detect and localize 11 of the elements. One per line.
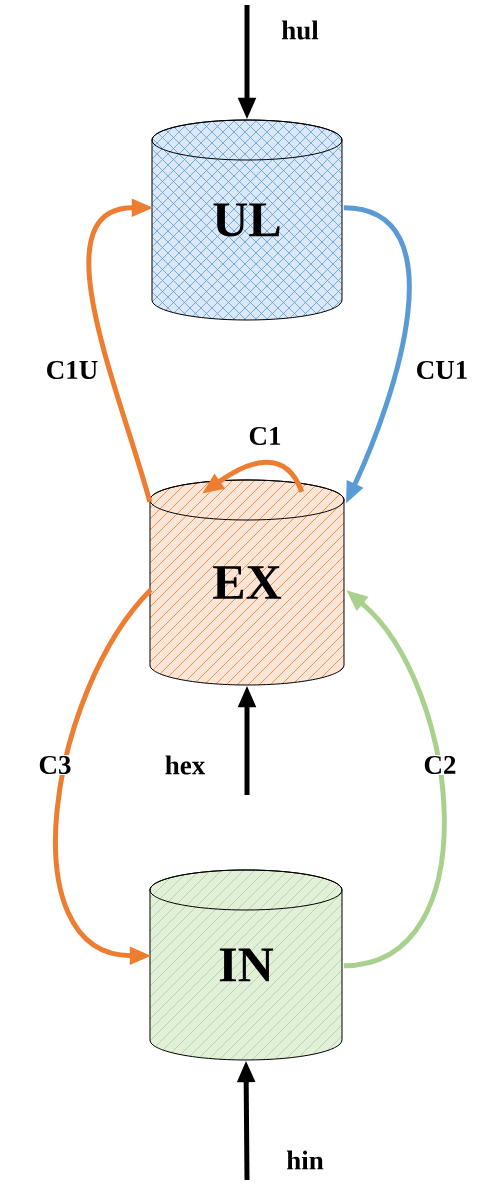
edge-label: C2	[422, 754, 458, 776]
edge-label: hex	[163, 754, 207, 776]
edge-label: C1U	[44, 359, 100, 381]
edge-label: C1	[247, 425, 283, 447]
edge-label: CU1	[414, 359, 470, 381]
cylinder: IN	[149, 869, 343, 1061]
edge-label: hul	[280, 19, 320, 41]
edge-label: C3	[37, 754, 73, 776]
cylinder: UL	[151, 119, 343, 321]
cylinder: EX	[149, 479, 345, 686]
edge-label: hin	[285, 1149, 325, 1171]
